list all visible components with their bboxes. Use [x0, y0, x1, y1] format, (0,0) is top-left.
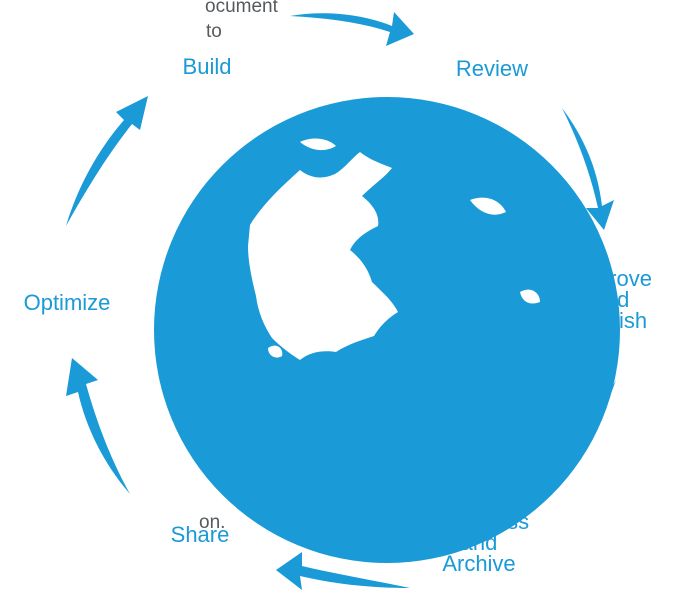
step-label-line: Archive [442, 551, 516, 576]
curved-arrow-icon [276, 552, 410, 590]
text-fragment-top-2: to [206, 21, 222, 42]
curved-arrow-icon [562, 108, 614, 230]
step-label-line: Optimize [23, 290, 111, 315]
step-label-line: and [592, 287, 630, 312]
globe-icon [154, 97, 620, 563]
step-label-line: Approve [570, 266, 652, 291]
step-label-line: Share [170, 522, 230, 547]
curved-arrow-icon [540, 380, 616, 490]
globe-island [268, 345, 283, 358]
cycle-arrows [66, 12, 616, 590]
step-share: Share [150, 522, 250, 547]
step-label-line: Review [455, 56, 529, 81]
step-label-line: and [460, 530, 498, 555]
globe-landmass [248, 152, 398, 360]
step-review: Review [437, 56, 547, 81]
step-label-line: Compress [428, 509, 530, 534]
curved-arrow-icon [66, 358, 130, 494]
step-label-line: Build [182, 54, 232, 79]
globe-island [470, 197, 506, 215]
globe-island [520, 289, 540, 304]
text-fragment-bottom: on. [199, 512, 226, 533]
globe-island [300, 138, 336, 151]
step-compress-archive: Compress and Archive [409, 509, 549, 576]
text-fragment-top-1: ocument [205, 0, 278, 17]
curved-arrow-icon [66, 96, 148, 226]
step-label-line: Publish [574, 308, 648, 333]
curved-arrow-icon [290, 12, 414, 46]
step-optimize: Optimize [2, 290, 132, 315]
step-approve-publish: Approve and Publish [556, 266, 666, 333]
step-build: Build [162, 54, 252, 79]
